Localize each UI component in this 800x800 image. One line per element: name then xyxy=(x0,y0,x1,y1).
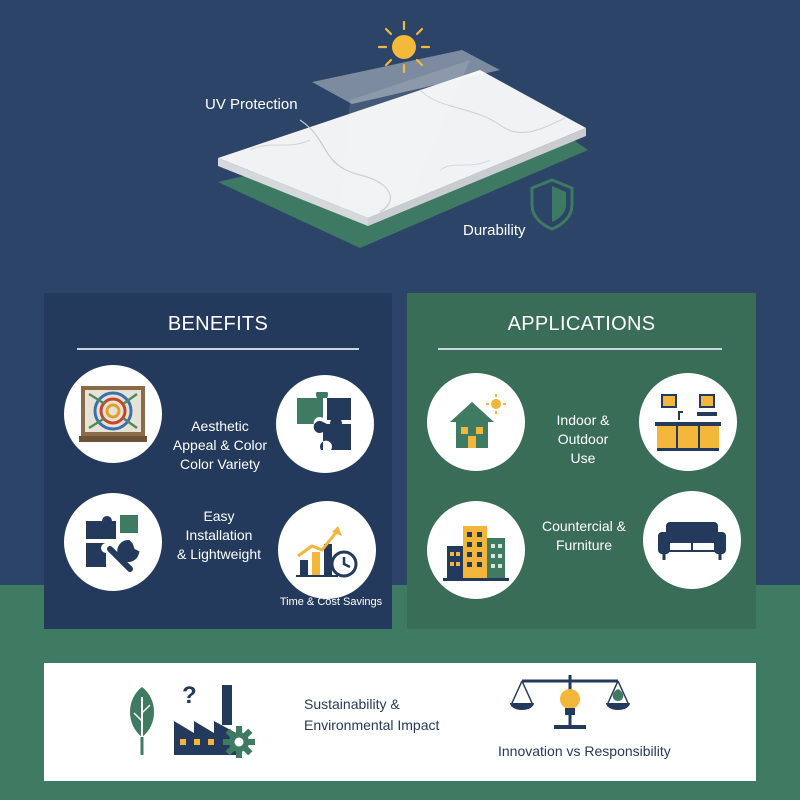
aesthetic-text: Aesthetic Appeal & Color Color Variety xyxy=(172,418,268,472)
innovation-label: Innovation vs Responsibility xyxy=(498,743,671,759)
commercial-furniture-text: Countercial & Furniture xyxy=(541,518,627,553)
benefits-title: BENEFITS xyxy=(167,313,269,335)
indoor-outdoor-text: Indoor & Outdoor Use xyxy=(556,412,610,466)
house-sun-icon xyxy=(450,394,506,448)
scale-lightbulb-icon xyxy=(510,675,630,729)
kitchen-cabinet-icon xyxy=(655,394,721,451)
office-building-icon xyxy=(443,526,509,581)
benefits-divider xyxy=(77,348,359,350)
installation-text: Easy Installation & Lightweight xyxy=(176,508,262,562)
savings-circle xyxy=(278,501,376,599)
uv-protection-label: UV Protection xyxy=(205,96,298,113)
hero-illustration: UV Protection Durability xyxy=(0,0,800,290)
marble-slab xyxy=(218,70,586,218)
puzzle-icon xyxy=(297,392,351,450)
gear-icon xyxy=(223,726,255,758)
layered-panel-graphic xyxy=(218,20,588,248)
uv-film-layer xyxy=(312,50,500,104)
sustainability-text: Sustainability & Environmental Impact xyxy=(304,696,440,733)
applications-divider xyxy=(438,348,722,350)
kitchen-circle xyxy=(639,373,737,471)
leaf-icon xyxy=(130,687,154,755)
sustainability-card: ? Sustainability & Environmental Impact xyxy=(44,663,756,781)
savings-label: Time & Cost Savings xyxy=(279,596,383,608)
sofa-icon xyxy=(658,522,726,560)
mosaic-icon xyxy=(79,386,147,442)
aesthetic-circle xyxy=(64,365,162,463)
furniture-circle xyxy=(643,491,741,589)
commercial-circle xyxy=(427,501,525,599)
svg-text:?: ? xyxy=(182,682,197,709)
indoor-circle xyxy=(427,373,525,471)
benefits-panel: BENEFITS Aesthetic Appeal & Color Color … xyxy=(44,293,392,629)
wrench-puzzle-icon xyxy=(86,515,140,572)
growth-chart-clock-icon xyxy=(296,526,358,578)
applications-panel: APPLICATIONS Indoor & Outdoor Use xyxy=(407,293,756,629)
durability-label: Durability xyxy=(463,222,526,239)
factory-question-icon: ? xyxy=(174,682,236,755)
sun-icon xyxy=(377,20,431,74)
shield-icon xyxy=(530,178,574,231)
puzzle-circle xyxy=(276,375,374,473)
applications-title: APPLICATIONS xyxy=(507,313,656,335)
installation-circle xyxy=(64,493,162,591)
